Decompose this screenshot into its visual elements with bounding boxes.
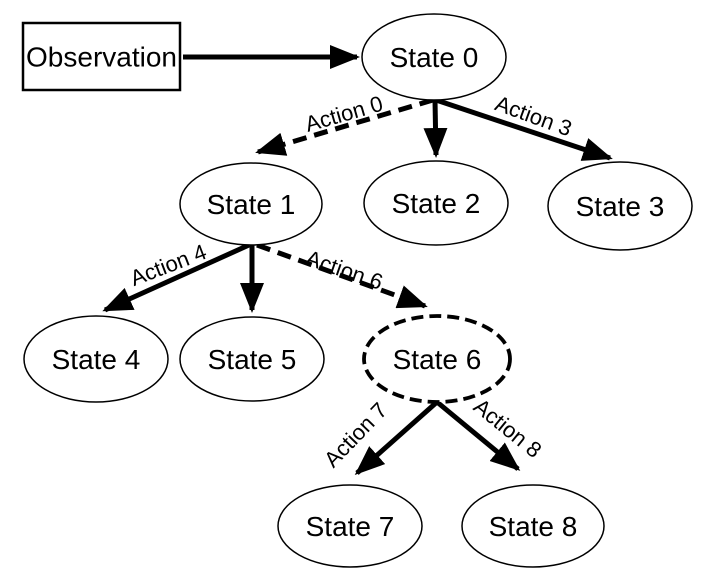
edge-state0-to-state3-arrow bbox=[435, 97, 613, 161]
node-state-2-label: State 2 bbox=[392, 188, 481, 219]
edge-label-state0-to-state1: Action 0 bbox=[302, 91, 385, 137]
edge-label-state6-to-state8: Action 8 bbox=[469, 393, 547, 462]
node-state-4-ellipse bbox=[23, 315, 169, 403]
edge-label-state6-to-state7: Action 7 bbox=[319, 398, 392, 473]
edge-state1-to-state6-arrow bbox=[256, 242, 428, 309]
nodes-layer: Observation State 0 State 1 State 2 State 3 S… bbox=[21, 13, 693, 568]
node-state-6-label: State 6 bbox=[393, 344, 482, 375]
node-state-1-label: State 1 bbox=[207, 189, 296, 220]
observation-box bbox=[21, 21, 182, 92]
node-state-8-label: State 8 bbox=[489, 511, 578, 542]
node-state-5-label: State 5 bbox=[208, 344, 297, 375]
edge-state6-to-state8-arrow bbox=[435, 400, 521, 471]
node-state-3-label: State 3 bbox=[576, 191, 665, 222]
node-state-0-ellipse bbox=[361, 13, 507, 101]
edge-state6-to-state7-arrow bbox=[354, 400, 439, 475]
edge-label-state1-to-state6: Action 6 bbox=[303, 245, 386, 295]
node-state-7-ellipse bbox=[277, 484, 423, 568]
node-state-2-ellipse bbox=[363, 160, 509, 246]
node-state-4-label: State 4 bbox=[52, 344, 141, 375]
edge-state0-to-state2-arrow bbox=[423, 99, 448, 158]
node-state-1-ellipse bbox=[179, 162, 323, 246]
edge-state0-to-state1-arrow bbox=[255, 97, 434, 156]
observation-label: Observation bbox=[26, 42, 177, 73]
edge-state1-to-state4-arrow bbox=[102, 242, 251, 313]
node-state-6-ellipse bbox=[362, 314, 512, 404]
edges-layer bbox=[102, 45, 613, 475]
node-state-3-ellipse bbox=[547, 161, 693, 251]
node-state-7-label: State 7 bbox=[306, 511, 395, 542]
node-state-0-label: State 0 bbox=[390, 42, 479, 73]
node-state-5-ellipse bbox=[179, 316, 325, 402]
node-state-8-ellipse bbox=[461, 484, 605, 568]
